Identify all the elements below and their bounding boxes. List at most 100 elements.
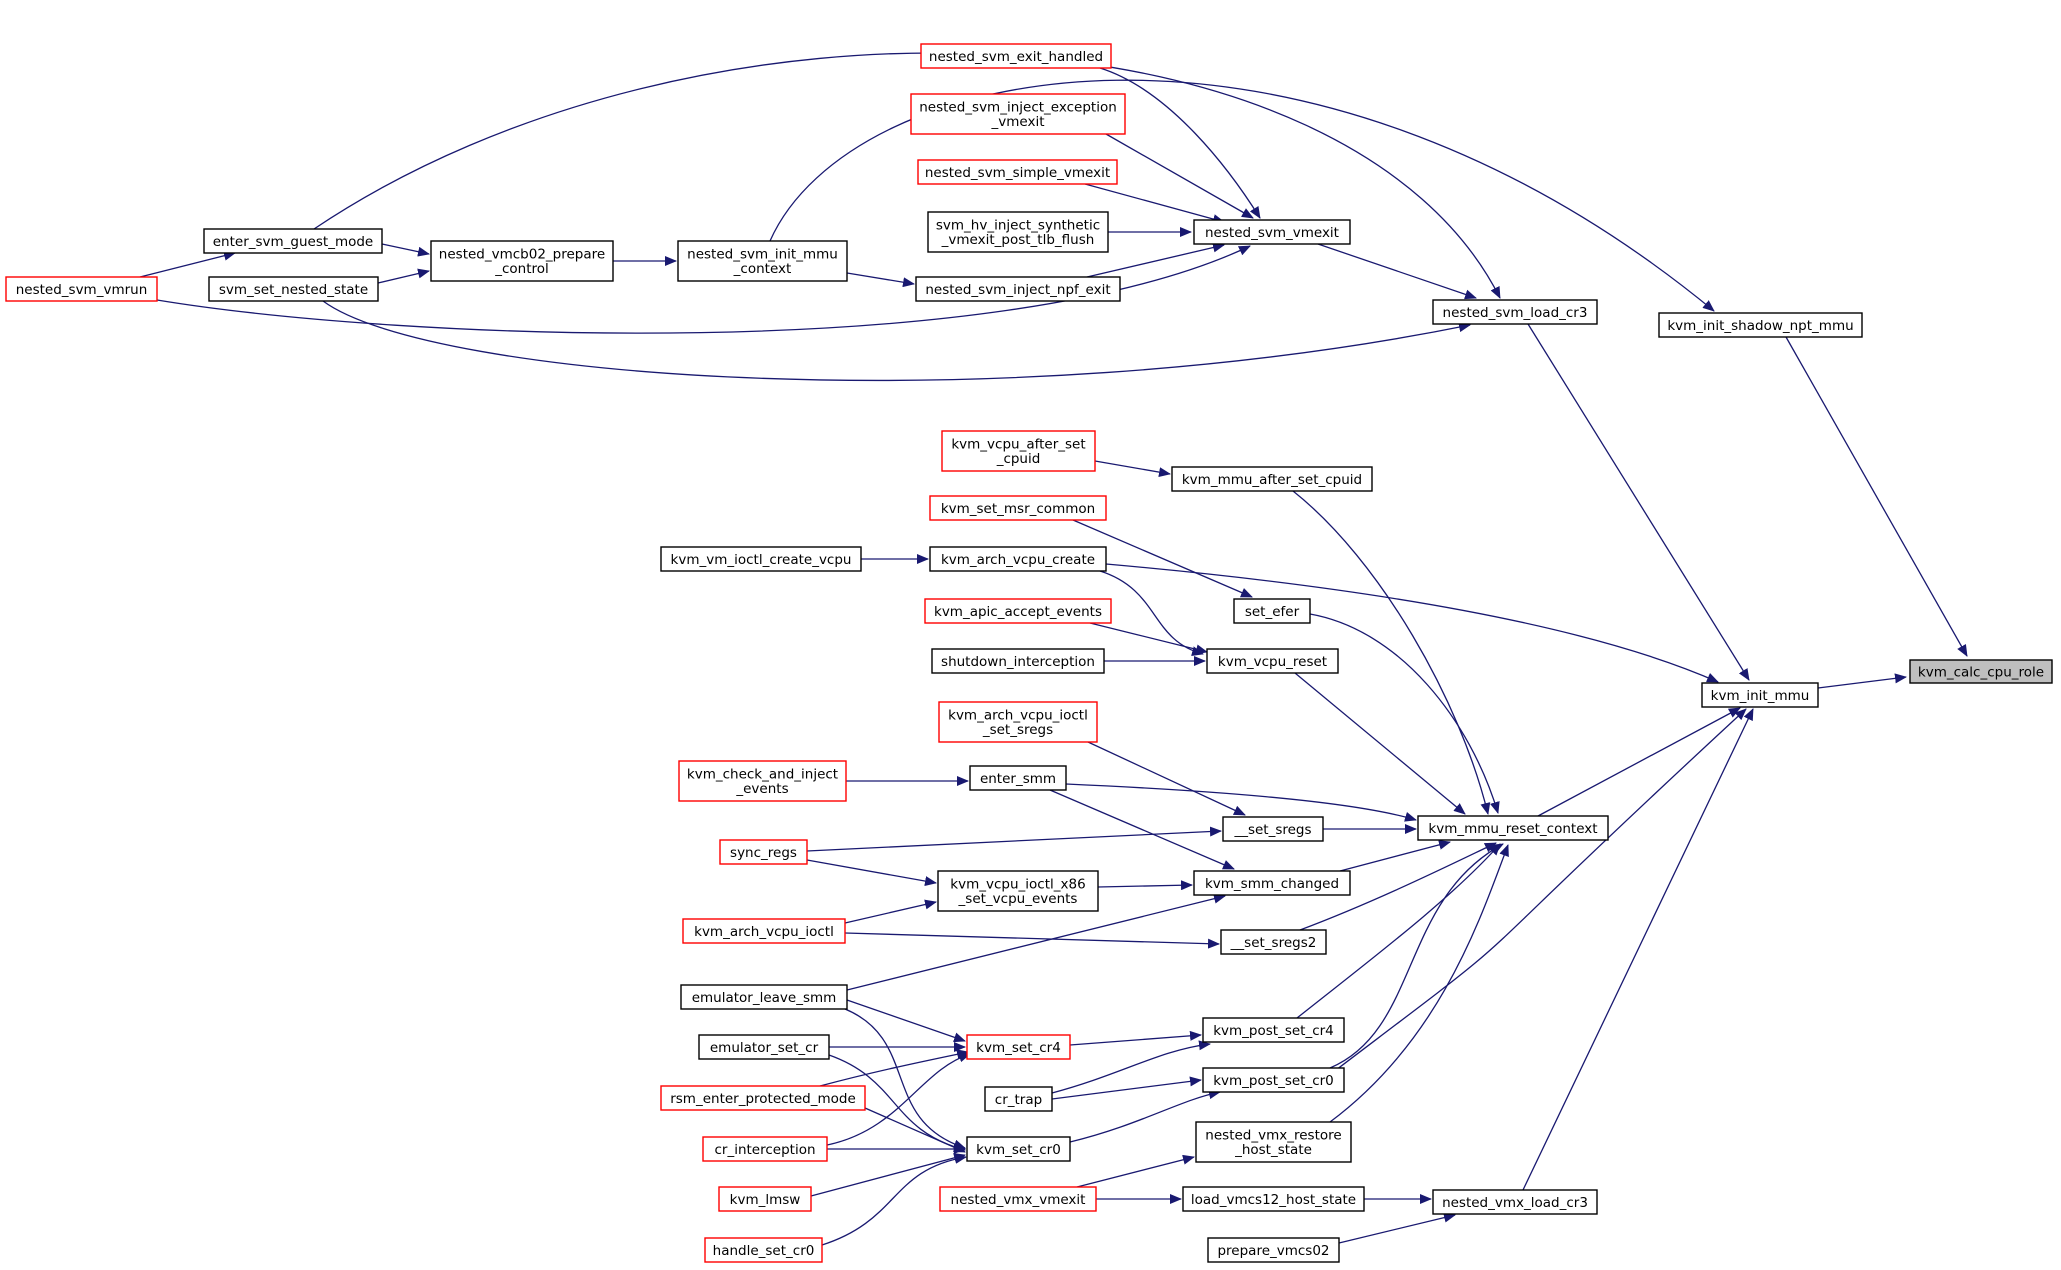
node-box — [931, 648, 1105, 674]
node-kvm-lmsw[interactable]: kvm_lmsw — [718, 1186, 812, 1212]
node-load-vmcs12-host-state[interactable]: load_vmcs12_host_state — [1182, 1186, 1365, 1212]
node-kvm-arch-vcpu-create[interactable]: kvm_arch_vcpu_create — [929, 546, 1107, 572]
edge-kvm_init_mmu-to-kvm_calc_cpu_role — [1817, 673, 1907, 689]
edge-line — [1069, 1089, 1221, 1143]
node-label: _cpuid — [996, 451, 1041, 467]
node-kvm-init-mmu[interactable]: kvm_init_mmu — [1701, 682, 1819, 708]
edge-line — [322, 300, 1471, 381]
node-rsm-enter-protected-mode[interactable]: rsm_enter_protected_mode — [660, 1085, 866, 1111]
edge-emulator_leave_smm-to-kvm_smm_changed — [846, 893, 1226, 991]
node-kvm-apic-accept-events[interactable]: kvm_apic_accept_events — [924, 598, 1112, 624]
node-kvm-set-msr-common[interactable]: kvm_set_msr_common — [929, 495, 1107, 521]
node-box — [929, 546, 1107, 572]
node-enter-smm[interactable]: enter_smm — [969, 765, 1067, 791]
node-box — [1909, 659, 2053, 684]
node-box — [718, 1186, 812, 1212]
node-box — [1171, 466, 1373, 492]
node-kvm-arch-vcpu-ioctl[interactable]: kvm_arch_vcpu_ioctl — [682, 918, 846, 944]
node-svm-set-nested-state[interactable]: svm_set_nested_state — [208, 276, 379, 302]
node-nested-svm-init-mmu-context[interactable]: nested_svm_init_mmu_context — [677, 240, 848, 282]
node-handle-set-cr0[interactable]: handle_set_cr0 — [704, 1237, 823, 1263]
node-nested-svm-vmexit[interactable]: nested_svm_vmexit — [1193, 219, 1351, 245]
node-set-sregs[interactable]: __set_sregs — [1222, 816, 1324, 842]
node-emulator-leave-smm[interactable]: emulator_leave_smm — [680, 984, 848, 1010]
node-kvm-vcpu-after-set-cpuid[interactable]: kvm_vcpu_after_set_cpuid — [941, 430, 1096, 472]
node-enter-svm-guest-mode[interactable]: enter_svm_guest_mode — [203, 228, 383, 254]
node-nested-vmcb02-prepare-control[interactable]: nested_vmcb02_prepare_control — [430, 240, 614, 282]
node-kvm-vcpu-reset[interactable]: kvm_vcpu_reset — [1206, 648, 1339, 674]
node-prepare-vmcs02[interactable]: prepare_vmcs02 — [1207, 1237, 1340, 1263]
node-box — [966, 1034, 1071, 1060]
node-nested-svm-simple-vmexit[interactable]: nested_svm_simple_vmexit — [917, 159, 1118, 185]
node-set-sregs2[interactable]: __set_sregs2 — [1220, 929, 1327, 955]
node-label: handle_set_cr0 — [713, 1243, 815, 1259]
edge-line — [1099, 570, 1204, 657]
node-label: __set_sregs — [1233, 822, 1311, 838]
node-label: kvm_init_mmu — [1711, 688, 1810, 704]
node-nested-vmx-restore-host-state[interactable]: nested_vmx_restore_host_state — [1195, 1121, 1352, 1163]
node-nested-vmx-vmexit[interactable]: nested_vmx_vmexit — [939, 1186, 1097, 1212]
node-box — [1195, 1121, 1352, 1163]
edge-kvm_vcpu_ioctl_x86_set_vcpu_events-to-kvm_smm_changed — [1097, 880, 1193, 891]
node-box — [1417, 815, 1609, 841]
node-box — [924, 598, 1112, 624]
node-box — [660, 1085, 866, 1111]
node-kvm-check-and-inject-events[interactable]: kvm_check_and_inject_events — [678, 760, 847, 802]
node-box — [938, 701, 1098, 743]
node-label: __set_sregs2 — [1230, 935, 1317, 951]
node-cr-trap[interactable]: cr_trap — [984, 1086, 1053, 1112]
edge-cr_interception-to-kvm_set_cr4 — [826, 1052, 971, 1146]
node-nested-svm-vmrun[interactable]: nested_svm_vmrun — [5, 276, 158, 302]
node-kvm-post-set-cr4[interactable]: kvm_post_set_cr4 — [1202, 1017, 1345, 1043]
node-box — [680, 984, 848, 1010]
edge-nested_svm_inject_exception_vmexit-to-nested_svm_vmexit — [1105, 133, 1254, 219]
edge-line — [844, 932, 1220, 949]
node-shutdown-interception[interactable]: shutdown_interception — [931, 648, 1105, 674]
edge-line — [806, 826, 1222, 852]
node-label: enter_svm_guest_mode — [213, 234, 373, 250]
node-kvm-init-shadow-npt-mmu[interactable]: kvm_init_shadow_npt_mmu — [1658, 312, 1863, 338]
node-label: kvm_init_shadow_npt_mmu — [1667, 318, 1853, 334]
edge-line — [844, 1008, 966, 1150]
edge-nested_svm_exit_handled-to-nested_svm_vmexit — [1099, 67, 1261, 219]
node-box — [910, 93, 1126, 135]
edge-line — [810, 1152, 966, 1197]
node-box — [430, 240, 614, 282]
node-nested-svm-inject-npf-exit[interactable]: nested_svm_inject_npf_exit — [915, 276, 1121, 302]
edge-line — [1097, 880, 1193, 891]
node-nested-vmx-load-cr3[interactable]: nested_vmx_load_cr3 — [1432, 1189, 1598, 1215]
node-kvm-post-set-cr0[interactable]: kvm_post_set_cr0 — [1202, 1067, 1345, 1093]
node-kvm-set-cr0[interactable]: kvm_set_cr0 — [966, 1136, 1071, 1162]
node-label: _context — [733, 261, 792, 277]
node-kvm-arch-vcpu-ioctl-set-sregs[interactable]: kvm_arch_vcpu_ioctl_set_sregs — [938, 701, 1098, 743]
node-label: _set_vcpu_events — [958, 891, 1078, 907]
node-label: nested_vmx_restore — [1205, 1128, 1341, 1144]
node-kvm-mmu-after-set-cpuid[interactable]: kvm_mmu_after_set_cpuid — [1171, 466, 1373, 492]
node-kvm-calc-cpu-role[interactable]: kvm_calc_cpu_role — [1909, 659, 2053, 684]
node-nested-svm-load-cr3[interactable]: nested_svm_load_cr3 — [1432, 299, 1598, 325]
node-box — [941, 430, 1096, 472]
edge-kvm_apic_accept_events-to-kvm_vcpu_reset — [1089, 622, 1208, 655]
edge-line — [1527, 323, 1750, 681]
node-nested-svm-exit-handled[interactable]: nested_svm_exit_handled — [920, 43, 1112, 69]
node-kvm-vm-ioctl-create-vcpu[interactable]: kvm_vm_ioctl_create_vcpu — [660, 546, 862, 572]
node-svm-hv-inject-synthetic-vmexit-post-tlb-flush[interactable]: svm_hv_inject_synthetic_vmexit_post_tlb_… — [927, 211, 1109, 253]
edge-cr_trap-to-kvm_post_set_cr0 — [1051, 1076, 1202, 1100]
node-label: rsm_enter_protected_mode — [670, 1091, 856, 1107]
node-kvm-mmu-reset-context[interactable]: kvm_mmu_reset_context — [1417, 815, 1609, 841]
node-label: _host_state — [1234, 1142, 1312, 1158]
edge-line — [1072, 519, 1253, 598]
node-set-efer[interactable]: set_efer — [1233, 598, 1311, 624]
node-sync-regs[interactable]: sync_regs — [719, 839, 808, 865]
node-label: kvm_apic_accept_events — [934, 604, 1102, 620]
node-label: kvm_set_cr0 — [976, 1142, 1061, 1158]
node-kvm-set-cr4[interactable]: kvm_set_cr4 — [966, 1034, 1071, 1060]
node-nested-svm-inject-exception-vmexit[interactable]: nested_svm_inject_exception_vmexit — [910, 93, 1126, 135]
node-emulator-set-cr[interactable]: emulator_set_cr — [698, 1034, 830, 1060]
node-kvm-vcpu-ioctl-x86-set-vcpu-events[interactable]: kvm_vcpu_ioctl_x86_set_vcpu_events — [937, 870, 1099, 912]
edge-kvm_arch_vcpu_ioctl-to-kvm_vcpu_ioctl_x86_set_vcpu_events — [844, 899, 937, 924]
node-label: nested_svm_init_mmu — [687, 247, 838, 263]
node-box — [719, 839, 808, 865]
node-cr-interception[interactable]: cr_interception — [702, 1136, 828, 1162]
node-kvm-smm-changed[interactable]: kvm_smm_changed — [1193, 870, 1351, 896]
